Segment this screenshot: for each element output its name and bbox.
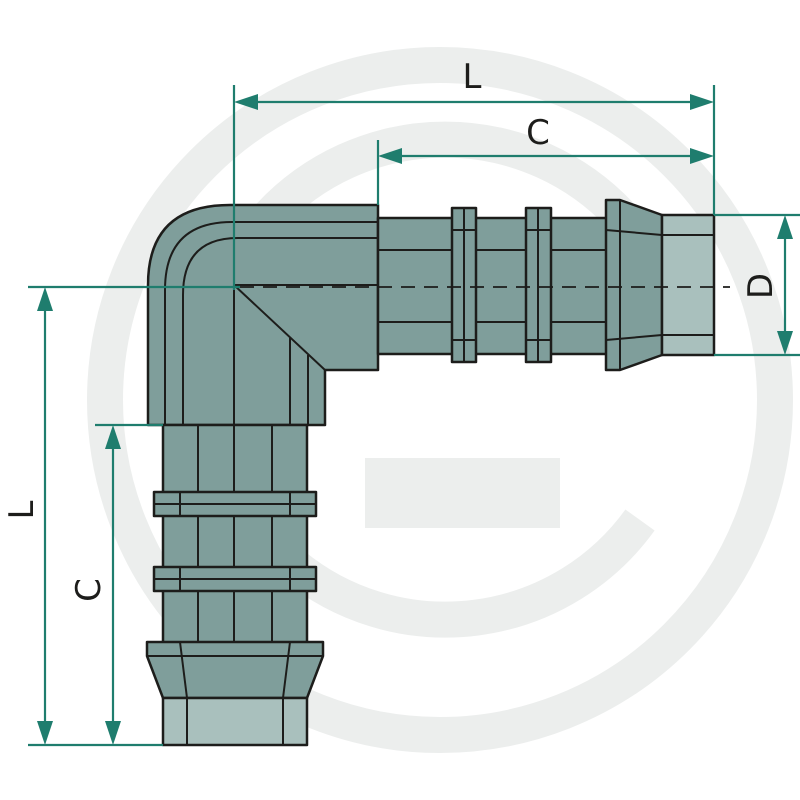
elbow-body	[146, 203, 380, 427]
barb-ring-1	[450, 206, 478, 364]
spigot-tip-vertical	[161, 696, 309, 747]
barb-ring-6	[145, 640, 325, 700]
horizontal-spigot	[376, 198, 716, 372]
label-diameter: D	[741, 273, 781, 299]
label-length-top: L	[463, 57, 482, 97]
vertical-spigot	[145, 423, 325, 747]
spigot-tip-horizontal	[660, 213, 716, 357]
dimension-top-center: C	[376, 113, 714, 205]
dimension-diameter: D	[714, 213, 800, 357]
label-center-top: C	[526, 113, 550, 153]
dimension-side-center: C	[69, 423, 163, 745]
barb-ring-4	[152, 490, 318, 518]
label-length-side: L	[2, 500, 42, 519]
barb-ring-5	[152, 565, 318, 593]
dimension-side-length: L	[2, 285, 240, 747]
dimension-top-length: L	[232, 57, 716, 290]
barb-ring-2	[524, 206, 553, 364]
barb-ring-3	[604, 198, 664, 372]
label-center-side: C	[69, 578, 109, 602]
